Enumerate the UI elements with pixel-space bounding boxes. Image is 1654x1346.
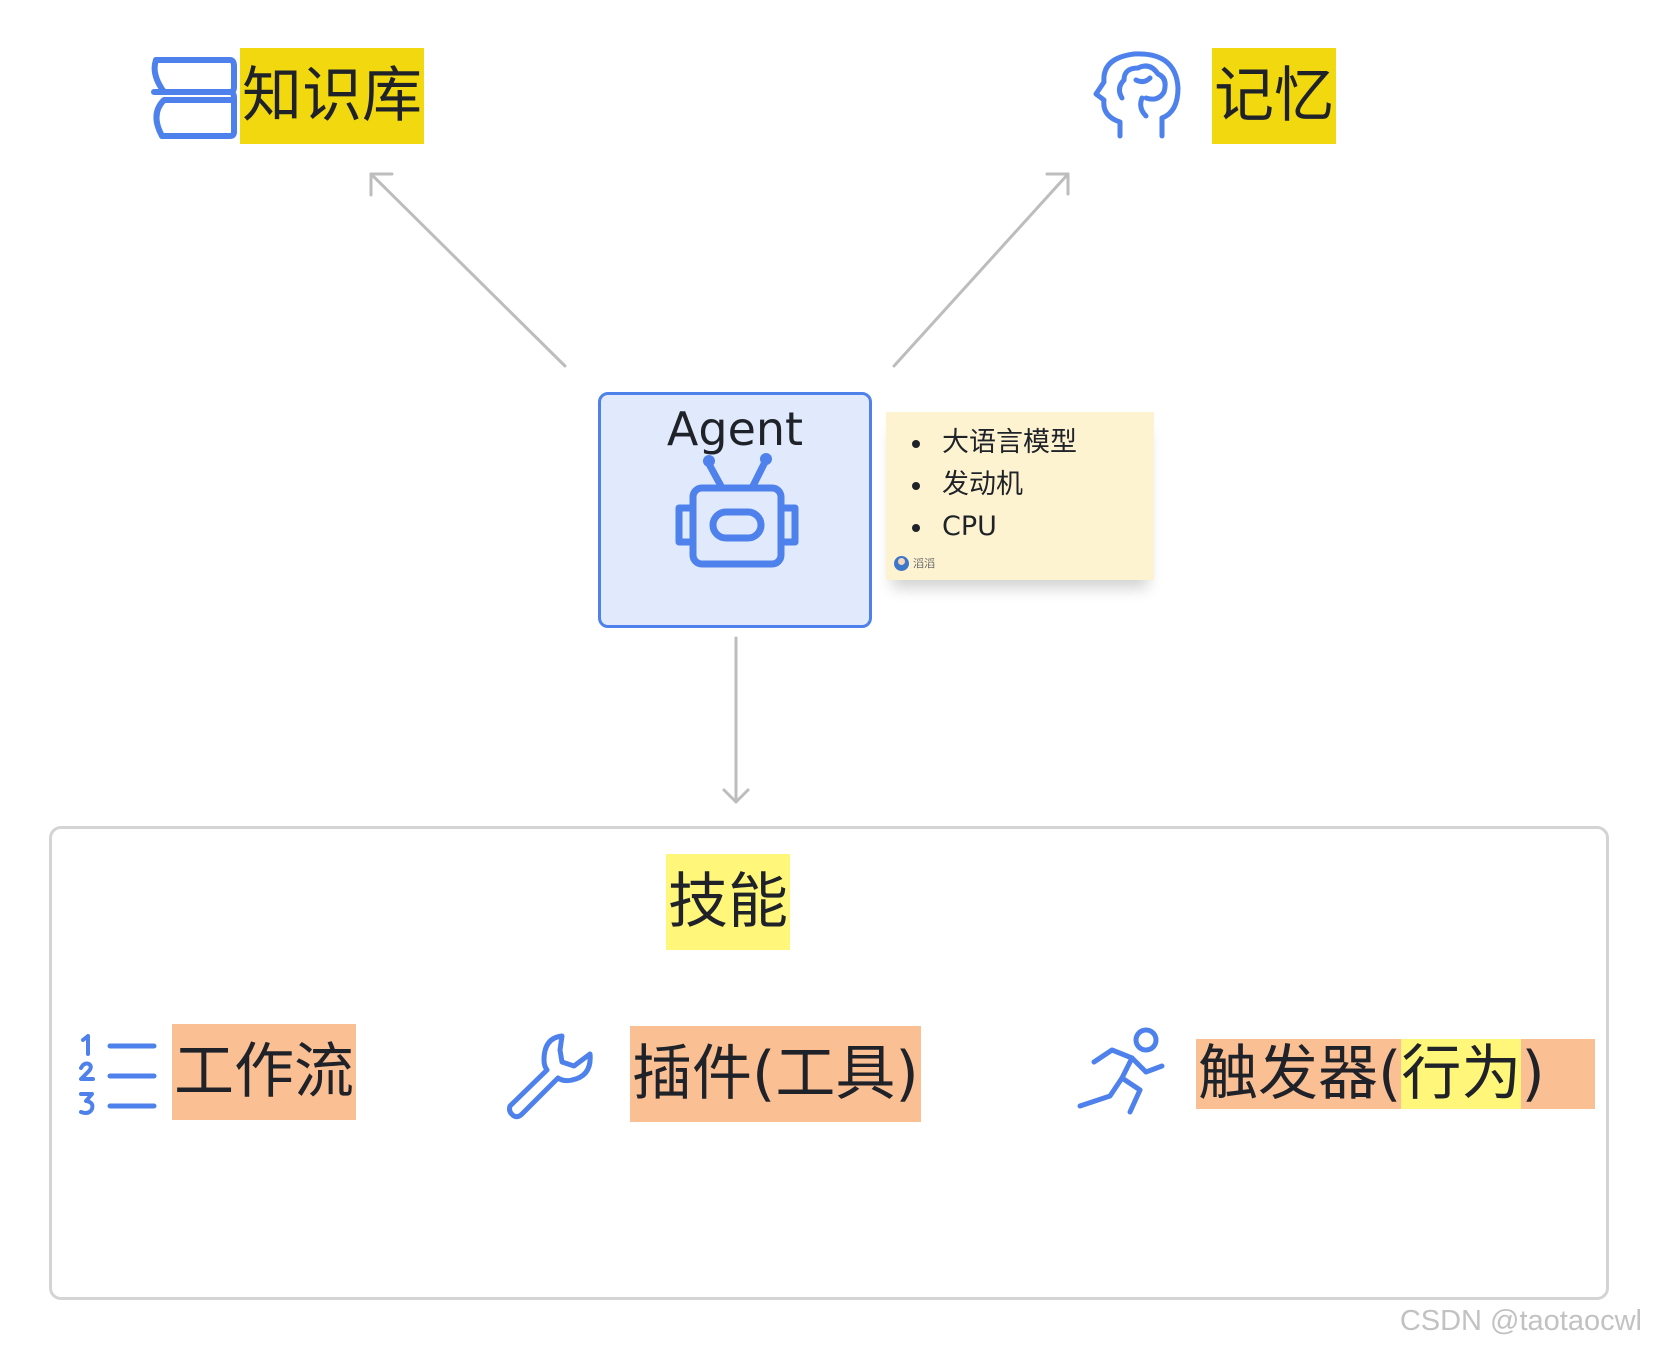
watermark: CSDN @taotaocwl xyxy=(1399,1305,1642,1337)
trigger-label-behavior: 行为 xyxy=(1401,1039,1522,1109)
books-icon xyxy=(151,57,237,139)
note-item-engine: 发动机 xyxy=(912,464,1154,506)
skills-title: 技能 xyxy=(666,854,790,950)
numbered-list-icon xyxy=(79,1034,157,1115)
knowledge-base-label: 知识库 xyxy=(240,48,424,144)
trigger-label: 触发器(行为) xyxy=(1196,1026,1595,1122)
agent-note[interactable]: 大语言模型 发动机 CPU 滔滔 xyxy=(886,412,1154,580)
note-author-name: 滔滔 xyxy=(913,557,935,570)
arrow-to-knowledge-base xyxy=(369,172,567,368)
agent-title: Agent xyxy=(666,402,804,456)
wrench-icon xyxy=(507,1033,593,1120)
robot-icon xyxy=(675,453,799,568)
running-person-icon xyxy=(1077,1027,1165,1115)
agent-node[interactable]: Agent xyxy=(598,392,872,628)
head-brain-icon xyxy=(1093,51,1181,139)
note-item-cpu: CPU xyxy=(912,506,1154,548)
arrow-to-skills xyxy=(722,636,750,804)
note-item-llm: 大语言模型 xyxy=(912,422,1154,464)
workflow-label: 工作流 xyxy=(172,1024,356,1120)
arrow-to-memory xyxy=(892,172,1070,368)
avatar xyxy=(894,555,909,571)
plugin-label: 插件(工具) xyxy=(630,1026,921,1122)
note-list: 大语言模型 发动机 CPU xyxy=(886,412,1154,548)
trigger-label-part: 触发器( xyxy=(1196,1039,1402,1109)
memory-label: 记忆 xyxy=(1212,48,1336,144)
note-author: 滔滔 xyxy=(894,555,935,571)
trigger-label-close: ) xyxy=(1521,1039,1595,1109)
skills-container[interactable] xyxy=(49,826,1609,1300)
